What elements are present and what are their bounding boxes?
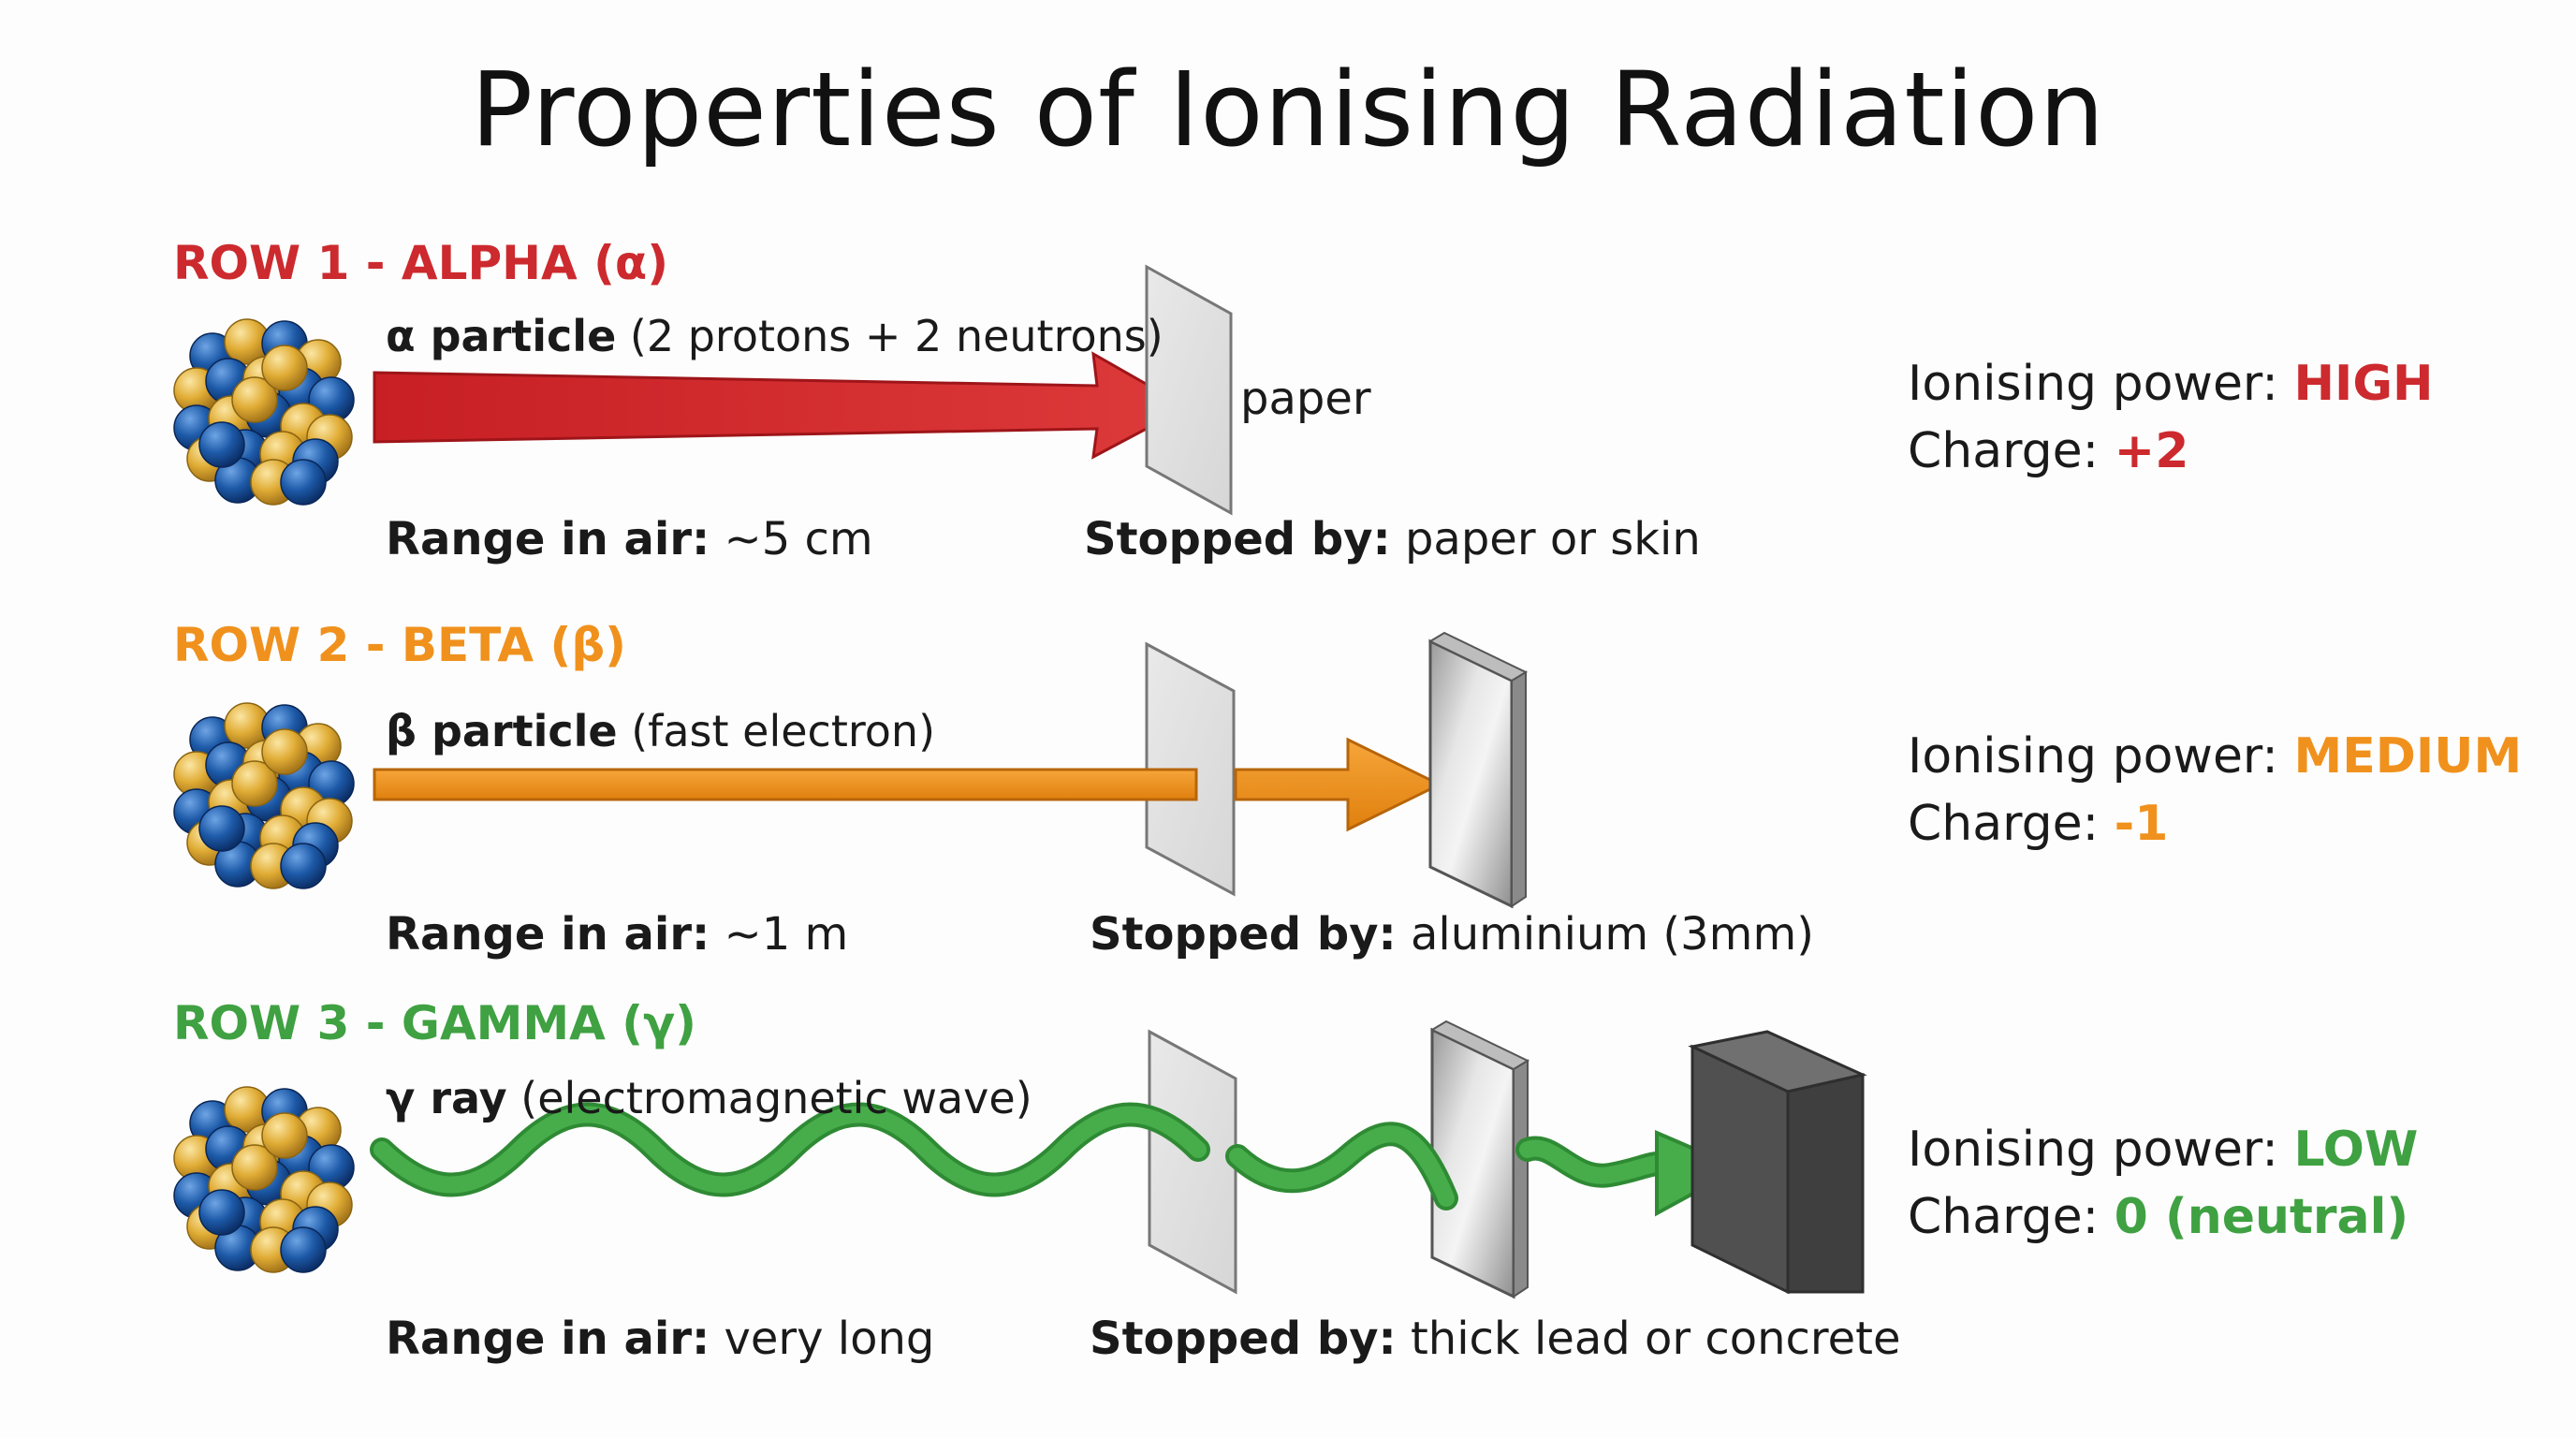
charge-gamma: Charge: 0 (neutral): [1908, 1193, 2408, 1241]
neutron-sphere: [198, 805, 245, 852]
particle-label-gamma: γ ray (electromagnetic wave): [386, 1077, 1032, 1120]
ionising-power-alpha: Ionising power: HIGH: [1908, 360, 2434, 408]
charge-beta: Charge: -1: [1908, 800, 2168, 848]
nucleus-icon: [173, 702, 355, 889]
proton-sphere: [261, 345, 308, 391]
neutron-sphere: [280, 459, 327, 506]
particle-name: β particle: [386, 706, 618, 756]
ionising-value: MEDIUM: [2293, 728, 2523, 785]
proton-sphere: [261, 728, 308, 775]
ionising-value: HIGH: [2293, 356, 2434, 412]
neutron-sphere: [198, 421, 245, 468]
particle-desc: (fast electron): [631, 706, 936, 756]
row-heading-beta: ROW 2 - BETA (β): [173, 618, 627, 672]
neutron-sphere: [280, 843, 327, 889]
charge-value: 0 (neutral): [2114, 1189, 2409, 1245]
row-heading-alpha: ROW 1 - ALPHA (α): [173, 236, 669, 290]
particle-desc: (electromagnetic wave): [520, 1073, 1032, 1123]
charge-key: Charge:: [1908, 796, 2100, 852]
charge-value: -1: [2114, 796, 2169, 852]
proton-sphere: [261, 1112, 308, 1159]
range-info-beta: Range in air: ~1 m: [386, 912, 848, 957]
charge-key: Charge:: [1908, 1189, 2100, 1245]
stopped-value: paper or skin: [1404, 513, 1701, 565]
particle-name: γ ray: [386, 1073, 507, 1123]
aluminium-sheet: [1429, 1020, 1530, 1299]
range-value: ~1 m: [724, 908, 849, 961]
neutron-sphere: [280, 1226, 327, 1273]
proton-sphere: [231, 1144, 278, 1191]
lead-block: [1688, 1030, 1867, 1295]
ionising-power-beta: Ionising power: MEDIUM: [1908, 732, 2522, 781]
ionising-power-gamma: Ionising power: LOW: [1908, 1125, 2418, 1174]
page-title: Properties of Ionising Radiation: [470, 50, 2106, 169]
proton-sphere: [231, 376, 278, 423]
stopped-value: aluminium (3mm): [1410, 908, 1814, 961]
neutron-sphere: [198, 1189, 245, 1236]
nucleus-icon: [173, 318, 355, 506]
particle-name: α particle: [386, 311, 617, 361]
range-key: Range in air:: [386, 513, 710, 565]
range-value: ~5 cm: [724, 513, 873, 565]
stopped-key: Stopped by:: [1090, 1313, 1397, 1365]
range-info-gamma: Range in air: very long: [386, 1316, 934, 1361]
aluminium-sheet: [1427, 631, 1529, 909]
stopped-value: thick lead or concrete: [1410, 1313, 1901, 1365]
charge-value: +2: [2114, 423, 2189, 479]
particle-label-beta: β particle (fast electron): [386, 710, 935, 753]
ionising-key: Ionising power:: [1908, 1122, 2278, 1178]
row-heading-gamma: ROW 3 - GAMMA (γ): [173, 996, 697, 1050]
range-value: very long: [724, 1313, 935, 1365]
stopped-key: Stopped by:: [1090, 908, 1397, 961]
beta-beam: [373, 768, 1198, 801]
alpha-arrow: [373, 351, 1191, 460]
particle-label-alpha: α particle (2 protons + 2 neutrons): [386, 315, 1164, 358]
ionising-key: Ionising power:: [1908, 356, 2278, 412]
barrier-label: paper: [1240, 373, 1371, 425]
stopped-info-beta: Stopped by: aluminium (3mm): [1090, 912, 1814, 957]
paper-sheet: [1145, 264, 1233, 516]
beta-arrow: [1234, 737, 1443, 832]
ionising-value: LOW: [2293, 1122, 2419, 1178]
charge-alpha: Charge: +2: [1908, 427, 2188, 476]
stopped-info-gamma: Stopped by: thick lead or concrete: [1090, 1316, 1900, 1361]
stopped-info-alpha: Stopped by: paper or skin: [1084, 517, 1701, 562]
stopped-key: Stopped by:: [1084, 513, 1391, 565]
nucleus-icon: [173, 1086, 355, 1273]
range-key: Range in air:: [386, 1313, 710, 1365]
range-key: Range in air:: [386, 908, 710, 961]
proton-sphere: [231, 760, 278, 807]
particle-desc: (2 protons + 2 neutrons): [629, 311, 1164, 361]
range-info-alpha: Range in air: ~5 cm: [386, 517, 873, 562]
charge-key: Charge:: [1908, 423, 2100, 479]
paper-sheet: [1148, 1029, 1237, 1295]
ionising-key: Ionising power:: [1908, 728, 2278, 785]
